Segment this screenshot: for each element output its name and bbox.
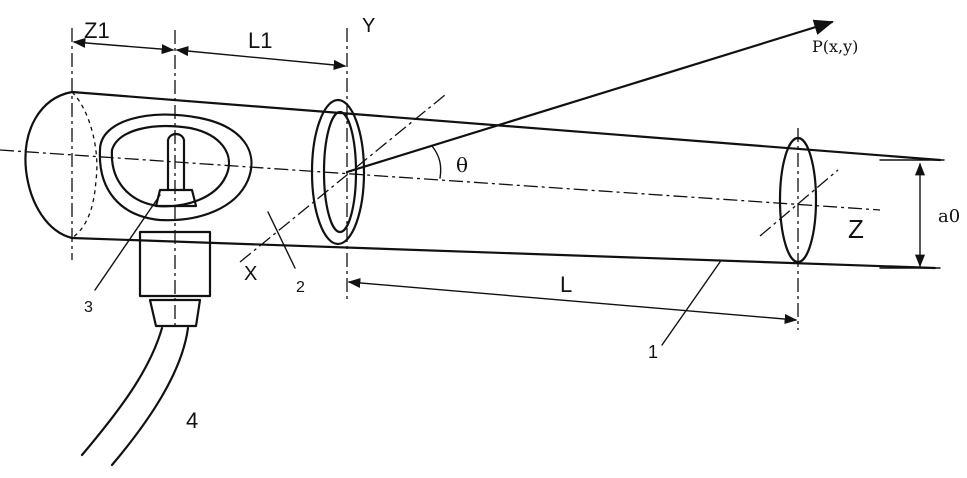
label-point: P(x,y) [812,37,858,56]
dimensions [72,37,945,325]
label-a0: a0 [938,206,960,227]
z1-dimension [72,37,175,55]
x-axis-line [239,94,446,263]
bulb-holder [154,132,198,208]
reflector-bowl [98,113,253,222]
l-dimension [347,277,798,325]
label-l1: L1 [248,28,272,53]
tube-left-end-hidden [71,91,98,239]
cable-right [110,326,190,467]
aperture-ring [310,98,366,246]
tube-axis-line [0,149,881,211]
leader-2 [267,211,296,269]
cable-left [80,326,164,457]
axes [0,28,881,330]
far-x-line [759,169,839,237]
aperture-outer [310,98,366,246]
socket-cable [80,230,212,467]
label-part-4: 4 [186,408,198,433]
label-l: L [560,272,572,297]
label-z-axis: Z [848,214,864,244]
a0-extension [879,159,945,269]
reflector-inner [110,124,231,208]
reflector-outer [98,113,253,222]
tube-bottom-edge [70,236,937,270]
tube-cylinder [24,90,942,270]
tube-left-end [24,90,74,240]
leader-1 [661,261,721,346]
label-part-3: 3 [84,299,93,316]
label-y-axis: Y [362,15,375,37]
ray-to-point [345,19,834,174]
bulb-base [154,188,198,208]
socket-body [138,230,212,298]
tube-top-edge [70,90,942,162]
label-x-axis: X [244,263,257,285]
aperture-inner [322,110,358,234]
ray [345,19,834,179]
leaders [94,194,721,346]
theta-arc [431,145,442,179]
l1-dimension [175,46,347,70]
socket-neck [148,298,202,328]
bulb-stem [166,132,186,192]
label-part-1: 1 [648,342,658,362]
label-z1: Z1 [84,18,110,43]
label-theta: θ [456,153,468,177]
label-part-2: 2 [296,279,305,296]
leader-3 [94,194,161,291]
